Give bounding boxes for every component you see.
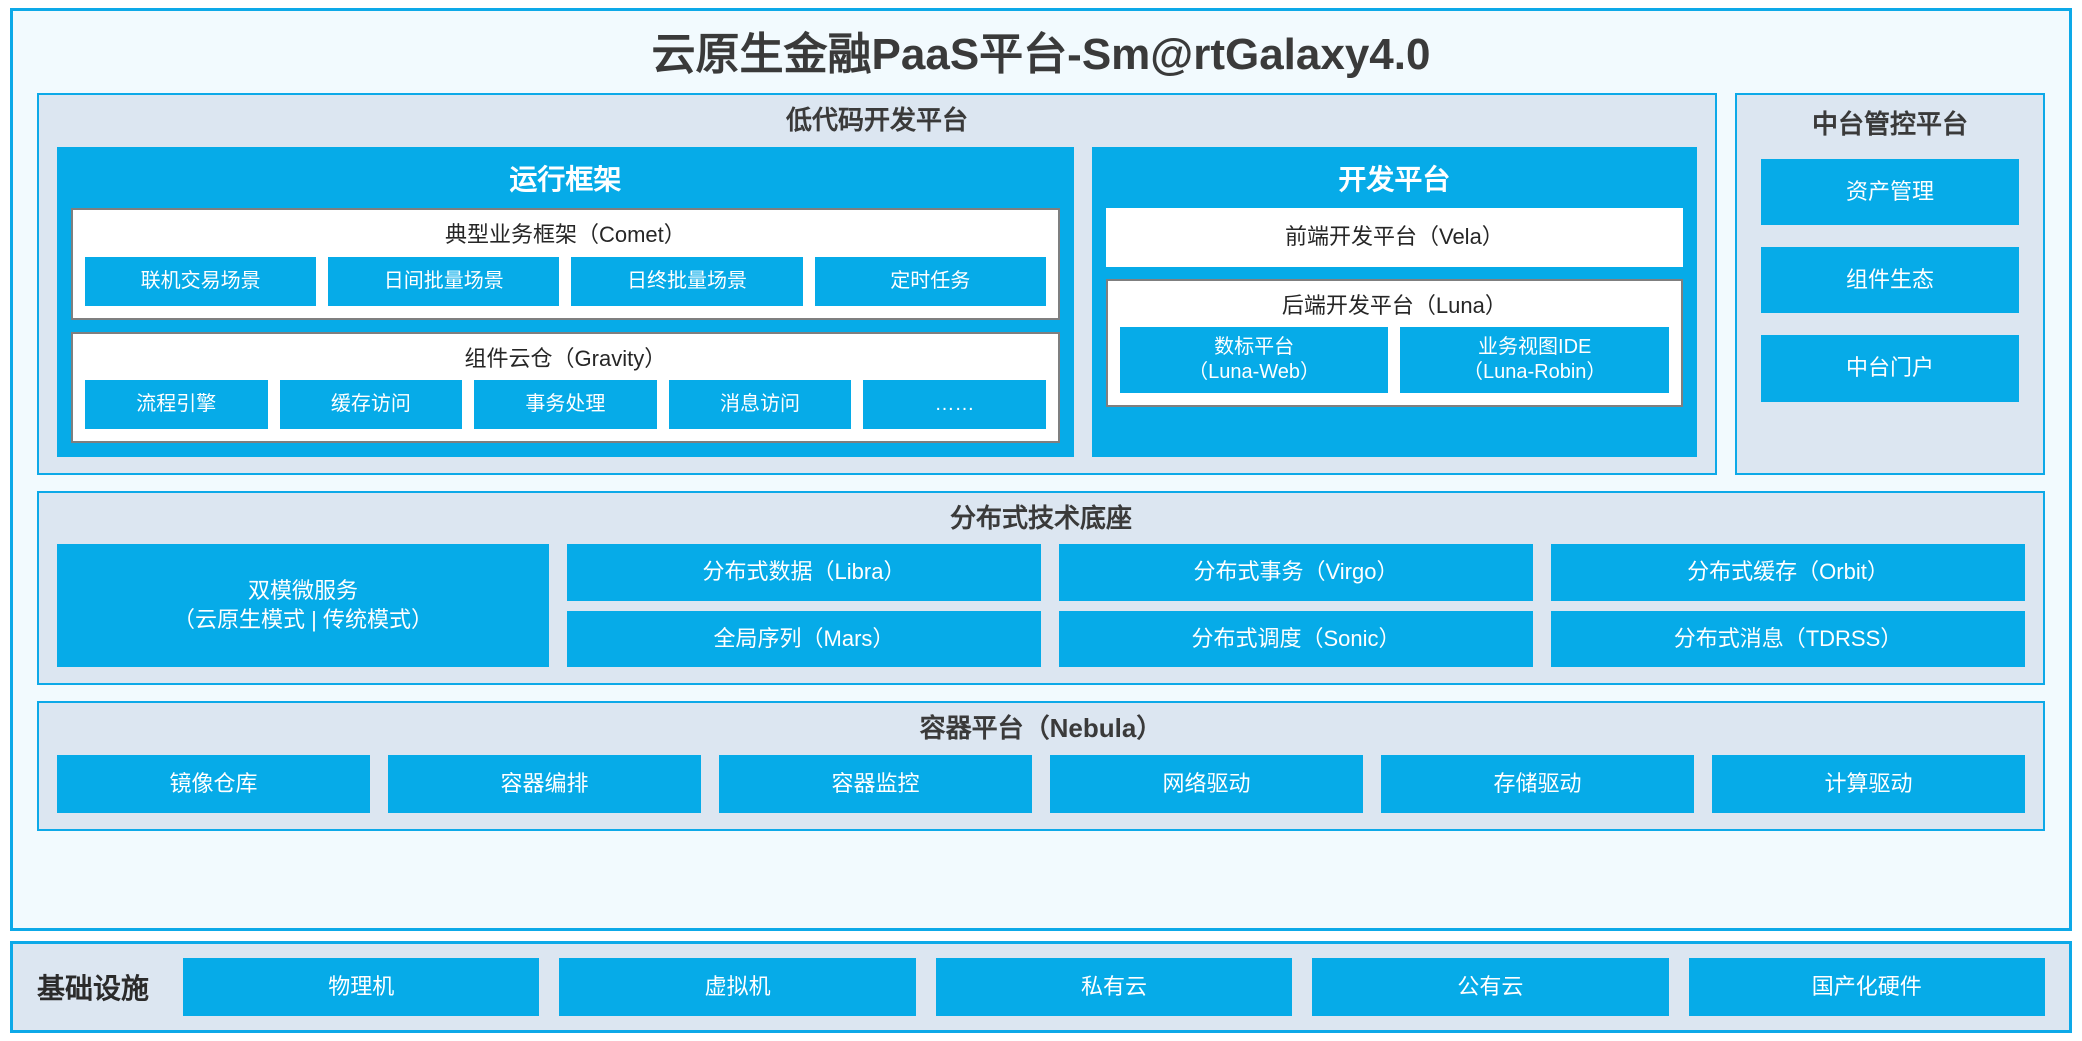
infrastructure-tile-virtual-machine[interactable]: 虚拟机 [559,957,916,1016]
infrastructure-label: 基础设施 [37,972,150,1004]
distributed-tile-dual-mode-microservice[interactable]: 双模微服务 （云原生模式 | 传统模式） [57,544,549,668]
distributed-tile-sonic[interactable]: 分布式调度（Sonic） [1059,610,1533,668]
container-platform-body: 镜像仓库 容器编排 容器监控 网络驱动 存储驱动 计算驱动 [39,754,2043,813]
container-tile-monitoring[interactable]: 容器监控 [719,754,1032,813]
distributed-tile-libra[interactable]: 分布式数据（Libra） [567,544,1041,601]
gravity-item-cache-access[interactable]: 缓存访问 [279,379,463,429]
console-item-list: 资产管理 组件生态 中台门户 [1761,158,2019,402]
luna-robin-line1: 业务视图IDE [1478,335,1592,358]
development-platform-title: 开发平台 [1338,163,1451,195]
luna-web-line2: （Luna-Web） [1188,360,1321,383]
development-platform-card: 开发平台 前端开发平台（Vela） 后端开发平台（Luna） 数标平台 （Lun… [1091,146,1697,457]
distributed-column-2: 分布式事务（Virgo） 分布式调度（Sonic） [1059,544,1533,668]
comet-item-online-transaction[interactable]: 联机交易场景 [85,256,317,306]
dual-mode-line2: （云原生模式 | 传统模式） [173,606,433,632]
infrastructure-tile-public-cloud[interactable]: 公有云 [1312,957,1669,1016]
console-item-component-ecosystem[interactable]: 组件生态 [1761,246,2019,314]
runtime-framework-card: 运行框架 典型业务框架（Comet） 联机交易场景 日间批量场景 日终批量场景 … [57,146,1074,457]
container-tile-orchestration[interactable]: 容器编排 [388,754,701,813]
backend-platform-luna-title: 后端开发平台（Luna） [1281,292,1507,318]
infrastructure-panel: 基础设施 物理机 虚拟机 私有云 公有云 国产化硬件 [10,940,2072,1033]
distributed-base-body: 双模微服务 （云原生模式 | 传统模式） 分布式数据（Libra） 全局序列（M… [39,544,2043,668]
gravity-item-transaction-processing[interactable]: 事务处理 [474,379,657,429]
distributed-base-panel: 分布式技术底座 双模微服务 （云原生模式 | 传统模式） 分布式数据（Libra… [37,490,2045,686]
lowcode-platform-panel: 低代码开发平台 运行框架 典型业务框架（Comet） 联机交易场景 日间批量场景… [37,93,1717,475]
distributed-tile-orbit[interactable]: 分布式缓存（Orbit） [1551,544,2025,601]
distributed-tile-mars[interactable]: 全局序列（Mars） [567,610,1041,668]
dual-mode-line1: 双模微服务 [247,578,358,604]
gravity-item-process-engine[interactable]: 流程引擎 [85,379,268,429]
luna-robin-line2: （Luna-Robin） [1463,360,1607,383]
luna-chip-row: 数标平台 （Luna-Web） 业务视图IDE （Luna-Robin） [1119,326,1670,393]
gravity-group: 组件云仓（Gravity） 流程引擎 缓存访问 事务处理 消息访问 …… [71,331,1060,443]
container-platform-panel: 容器平台（Nebula） 镜像仓库 容器编排 容器监控 网络驱动 存储驱动 计算… [37,701,2045,831]
distributed-column-3: 分布式缓存（Orbit） 分布式消息（TDRSS） [1551,544,2025,668]
lowcode-platform-title: 低代码开发平台 [785,105,968,136]
infrastructure-tile-domestic-hardware[interactable]: 国产化硬件 [1688,957,2045,1016]
distributed-tile-virgo[interactable]: 分布式事务（Virgo） [1059,544,1533,601]
container-platform-title: 容器平台（Nebula） [919,713,1163,744]
gravity-item-more-ellipsis[interactable]: …… [863,379,1046,429]
comet-group: 典型业务框架（Comet） 联机交易场景 日间批量场景 日终批量场景 定时任务 [71,208,1060,320]
distributed-column-1: 分布式数据（Libra） 全局序列（Mars） [567,544,1041,668]
container-tile-image-registry[interactable]: 镜像仓库 [57,754,370,813]
luna-web-line1: 数标平台 [1214,335,1295,358]
gravity-chip-row: 流程引擎 缓存访问 事务处理 消息访问 …… [85,379,1046,429]
backend-platform-luna: 后端开发平台（Luna） 数标平台 （Luna-Web） 业务视图IDE （Lu… [1105,278,1683,407]
infrastructure-tile-private-cloud[interactable]: 私有云 [935,957,1293,1016]
gravity-item-message-access[interactable]: 消息访问 [668,379,852,429]
top-row: 低代码开发平台 运行框架 典型业务框架（Comet） 联机交易场景 日间批量场景… [37,93,2045,475]
comet-item-scheduled-task[interactable]: 定时任务 [814,256,1046,306]
container-tile-compute-driver[interactable]: 计算驱动 [1712,754,2025,813]
infrastructure-tile-physical-machine[interactable]: 物理机 [183,957,540,1016]
distributed-tile-tdrss[interactable]: 分布式消息（TDRSS） [1551,610,2025,668]
distributed-base-title: 分布式技术底座 [949,502,1132,533]
console-platform-panel: 中台管控平台 资产管理 组件生态 中台门户 [1735,93,2045,475]
comet-group-title: 典型业务框架（Comet） [444,222,686,248]
console-item-portal[interactable]: 中台门户 [1761,335,2019,402]
runtime-framework-title: 运行框架 [509,163,622,195]
comet-item-eod-batch[interactable]: 日终批量场景 [571,256,803,306]
container-tile-network-driver[interactable]: 网络驱动 [1050,754,1363,813]
comet-item-intraday-batch[interactable]: 日间批量场景 [328,256,560,306]
gravity-group-title: 组件云仓（Gravity） [464,345,667,371]
frontend-platform-vela[interactable]: 前端开发平台（Vela） [1105,208,1683,267]
luna-item-luna-web[interactable]: 数标平台 （Luna-Web） [1119,326,1389,393]
page-title: 云原生金融PaaS平台-Sm@rtGalaxy4.0 [651,30,1431,79]
platform-main-card: 云原生金融PaaS平台-Sm@rtGalaxy4.0 低代码开发平台 运行框架 … [10,8,2072,931]
distributed-column-microservice: 双模微服务 （云原生模式 | 传统模式） [57,544,549,668]
comet-chip-row: 联机交易场景 日间批量场景 日终批量场景 定时任务 [85,256,1046,306]
container-tile-storage-driver[interactable]: 存储驱动 [1381,754,1694,813]
luna-item-luna-robin[interactable]: 业务视图IDE （Luna-Robin） [1400,326,1670,393]
lowcode-platform-body: 运行框架 典型业务框架（Comet） 联机交易场景 日间批量场景 日终批量场景 … [39,146,1715,457]
console-platform-title: 中台管控平台 [1811,109,1968,140]
console-item-asset-management[interactable]: 资产管理 [1761,158,2019,225]
